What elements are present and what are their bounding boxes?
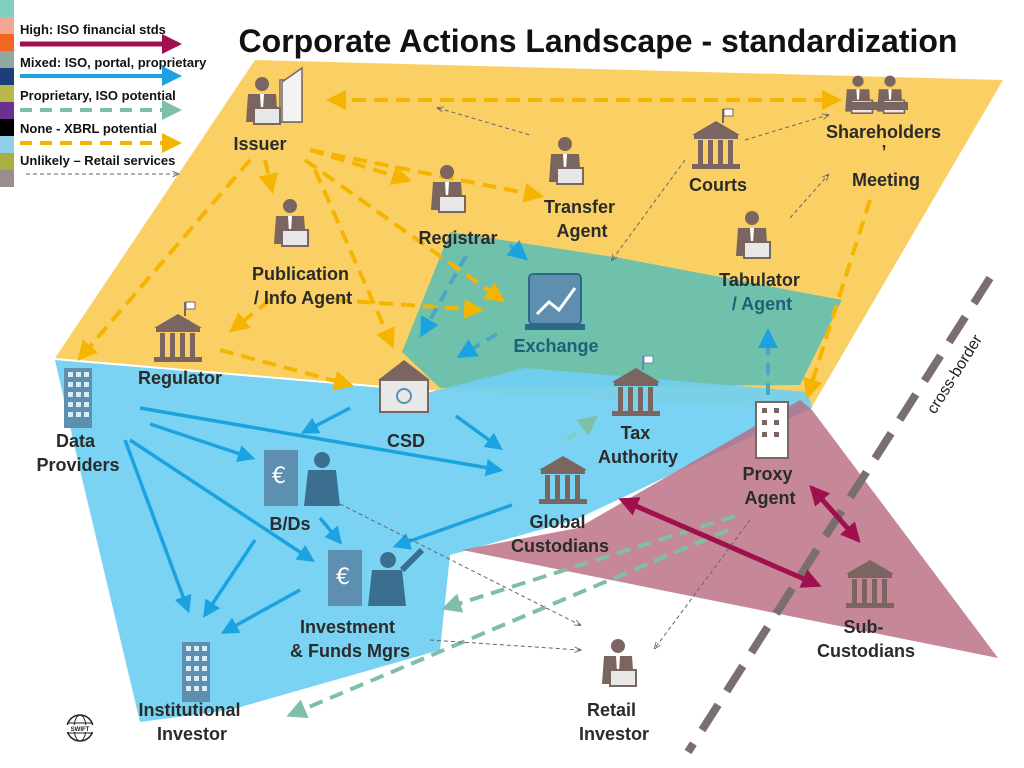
svg-text:SWIFT: SWIFT <box>71 727 90 733</box>
color-swatch <box>0 102 14 119</box>
institutional-investor-icon <box>182 642 210 702</box>
zone-market <box>402 232 842 388</box>
label-tax-authority: Tax Authority <box>598 423 678 467</box>
label-bds: B/Ds <box>269 514 310 534</box>
data-providers-icon <box>64 368 92 428</box>
shareholders-meeting-icon <box>844 74 908 114</box>
legend-item-mixed: Mixed: ISO, portal, proprietary <box>20 55 207 70</box>
label-csd: CSD <box>387 431 425 451</box>
label-proxy-agent: Proxy Agent <box>742 464 797 508</box>
label-regulator: Regulator <box>138 368 222 388</box>
red-arrows <box>618 485 861 588</box>
blue-arrows <box>123 406 513 634</box>
label-global-custodians: Global Custodians <box>511 512 609 556</box>
color-swatch <box>0 17 14 34</box>
proxy-agent-icon <box>755 401 789 459</box>
exchange-icon <box>525 273 585 330</box>
investment-mgrs-icon: € <box>328 547 425 606</box>
color-swatch <box>0 85 14 102</box>
issuer-icon <box>245 66 303 125</box>
regulator-icon <box>154 301 202 362</box>
teal-arrows <box>420 239 778 442</box>
label-transfer-agent: Transfer Agent <box>544 197 620 241</box>
swift-logo: SWIFT <box>66 714 94 742</box>
page-title: Corporate Actions Landscape - standardiz… <box>239 23 958 59</box>
label-courts: Courts <box>689 175 747 195</box>
svg-text:€: € <box>272 464 286 489</box>
legend-item-unlikely: Unlikely – Retail services <box>20 153 175 168</box>
legend-item-none: None - XBRL potential <box>20 121 157 136</box>
label-investment-mgrs: Investment & Funds Mgrs <box>290 617 410 661</box>
grey-arrows <box>339 108 828 650</box>
node-labels: Issuer Shareholders ’ Meeting Courts Tra… <box>36 122 946 744</box>
color-swatch <box>0 119 14 136</box>
label-publication-agent: Publication / Info Agent <box>252 264 354 308</box>
yellow-arrows <box>77 90 872 399</box>
legend-item-proprietary: Proprietary, ISO potential <box>20 88 176 103</box>
csd-icon <box>378 360 430 413</box>
color-swatch <box>0 170 14 187</box>
legend: High: ISO financial stds Mixed: ISO, por… <box>20 22 207 174</box>
color-swatch <box>0 68 14 85</box>
legend-item-high: High: ISO financial stds <box>20 22 166 37</box>
tax-authority-icon <box>612 355 660 416</box>
svg-text:€: € <box>336 565 350 590</box>
label-institutional-investor: Institutional Investor <box>138 700 245 744</box>
label-tabulator-agent: Tabulator / Agent <box>719 270 805 314</box>
label-issuer: Issuer <box>233 134 286 154</box>
label-data-providers: Data Providers <box>36 431 119 475</box>
label-shareholders-meeting: Shareholders ’ Meeting <box>826 122 946 190</box>
color-swatch <box>0 153 14 170</box>
label-registrar: Registrar <box>418 228 497 248</box>
label-exchange: Exchange <box>513 336 598 356</box>
courts-icon <box>692 108 740 169</box>
color-swatch <box>0 136 14 153</box>
color-swatch <box>0 51 14 68</box>
label-retail-investor: Retail Investor <box>579 700 649 744</box>
color-swatch <box>0 0 14 17</box>
bds-icon: € <box>264 450 340 506</box>
retail-investor-icon <box>601 638 637 687</box>
color-swatch <box>0 34 14 51</box>
label-sub-custodians: Sub- Custodians <box>817 617 915 661</box>
color-swatch-strip <box>0 0 14 187</box>
